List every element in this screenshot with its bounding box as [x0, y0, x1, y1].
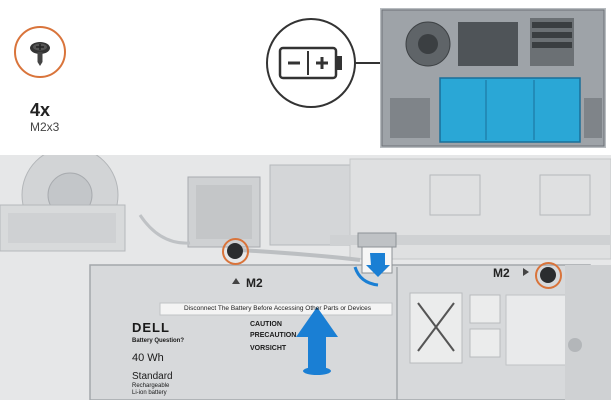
battery-precaution: PRECAUTION	[250, 332, 297, 339]
screw-size: M2x3	[30, 120, 60, 134]
screw-count: 4x	[30, 100, 51, 120]
disconnect-arrow-icon	[366, 253, 390, 277]
battery-detail-view: M2 M2 Disconnect The Battery Before Acce…	[0, 155, 611, 400]
battery-li-ion: Li-ion battery	[132, 390, 167, 396]
battery-capacity: 40 Wh	[132, 352, 164, 364]
battery-vorsicht: VORSICHT	[250, 345, 287, 352]
laptop-base-illustration	[380, 8, 606, 148]
laptop-interior-illustration	[0, 155, 611, 400]
screw-highlight-left	[222, 238, 249, 265]
lift-arrow-shaft	[308, 335, 326, 371]
battery-caution: CAUTION	[250, 321, 282, 328]
screw-highlight-right	[535, 262, 562, 289]
battery-warning-text: Disconnect The Battery Before Accessing …	[184, 305, 372, 312]
battery-rechargeable: Rechargeable	[132, 383, 170, 389]
battery-brand-logo: DELL	[132, 320, 170, 335]
lift-arrow-head	[296, 307, 338, 337]
screw-icon	[30, 42, 50, 66]
overview-laptop-image	[380, 8, 606, 148]
battery-callout	[266, 18, 356, 108]
battery-disconnect-icon	[278, 46, 342, 80]
battery-question-text: Battery Question?	[132, 338, 185, 344]
screw-label-left: M2	[246, 276, 263, 290]
screw-label-right: M2	[493, 266, 510, 280]
battery-standard: Standard	[132, 371, 173, 382]
screw-badge	[14, 26, 66, 78]
battery-highlight	[439, 77, 581, 143]
